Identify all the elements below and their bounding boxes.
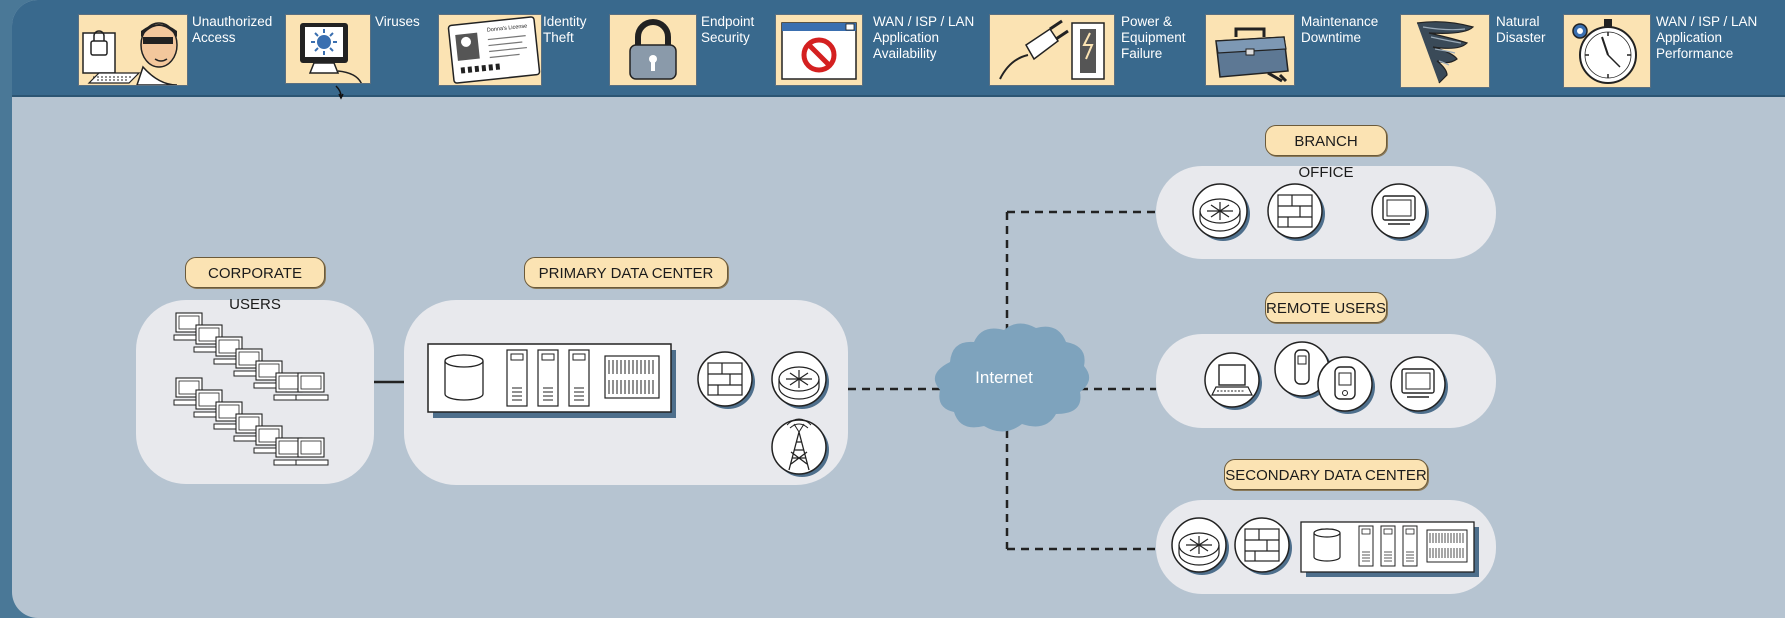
tornado-icon: [1400, 14, 1490, 88]
branch-router: [1192, 183, 1251, 242]
secondary-server-rack: [1300, 521, 1479, 577]
id-card-caption: Donna's License: [487, 23, 528, 33]
toolbox-icon: [1205, 14, 1295, 86]
remote-users-label: REMOTE USERS: [1265, 292, 1387, 323]
remote-pda: [1317, 356, 1376, 415]
id-card-icon: Donna's License: [438, 14, 542, 86]
threat-label: Viruses: [375, 14, 420, 29]
remote-workstation: [1390, 356, 1449, 415]
padlock-icon: [609, 14, 697, 86]
primary-data-center-label: PRIMARY DATA CENTER: [524, 257, 728, 288]
primary-server-rack: [427, 343, 676, 418]
blocked-window-icon: [775, 14, 863, 86]
branch-workstation: [1371, 183, 1430, 242]
internet-to-sites-links: [1005, 210, 1156, 551]
branch-firewall: [1267, 183, 1326, 242]
corporate-users-label: CORPORATE USERS: [185, 257, 325, 313]
remote-laptop: [1204, 352, 1263, 411]
primary-wireless-tower: [771, 418, 830, 478]
secondary-firewall: [1234, 517, 1293, 576]
primary-router: [771, 351, 830, 410]
internet-cloud: [934, 323, 1090, 432]
secondary-data-center-label: SECONDARY DATA CENTER: [1224, 459, 1428, 490]
secondary-router: [1171, 517, 1230, 576]
internet-label: Internet: [975, 368, 1033, 387]
branch-office-label: BRANCH OFFICE: [1265, 125, 1387, 181]
primary-firewall: [697, 351, 756, 410]
hacker-icon: [78, 14, 188, 86]
virus-monitor-icon: [285, 14, 371, 84]
power-plug-icon: [989, 14, 1115, 86]
stopwatch-icon: [1563, 14, 1651, 88]
corporate-workstations: [173, 312, 329, 466]
